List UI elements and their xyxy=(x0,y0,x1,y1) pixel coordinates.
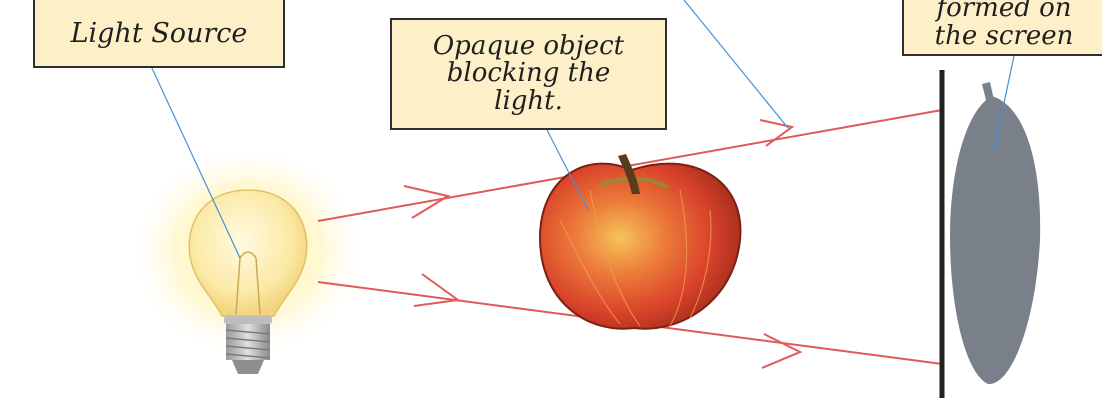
upper-ray-arrow-1 xyxy=(403,185,451,219)
shadow-shape xyxy=(950,82,1041,385)
shadow-pointer xyxy=(993,55,1015,151)
light-bulb-icon xyxy=(128,152,368,374)
object-pointer xyxy=(545,127,589,211)
light-source-label: Light Source xyxy=(33,0,285,68)
apple-icon xyxy=(538,154,742,330)
ray-pointer xyxy=(683,0,789,129)
upper-ray-arrow-2 xyxy=(759,119,795,147)
lower-ray-arrow-2 xyxy=(761,333,803,369)
shadow-label-top-line: formed on xyxy=(936,0,1072,24)
light-source-pointer xyxy=(150,65,241,259)
lower-ray-arrow-1 xyxy=(413,273,461,307)
shadow-label-bottom-line: the screen xyxy=(934,20,1074,51)
opaque-object-label: Opaque object blocking the light. xyxy=(390,18,667,130)
pointer-lines xyxy=(150,0,1015,259)
